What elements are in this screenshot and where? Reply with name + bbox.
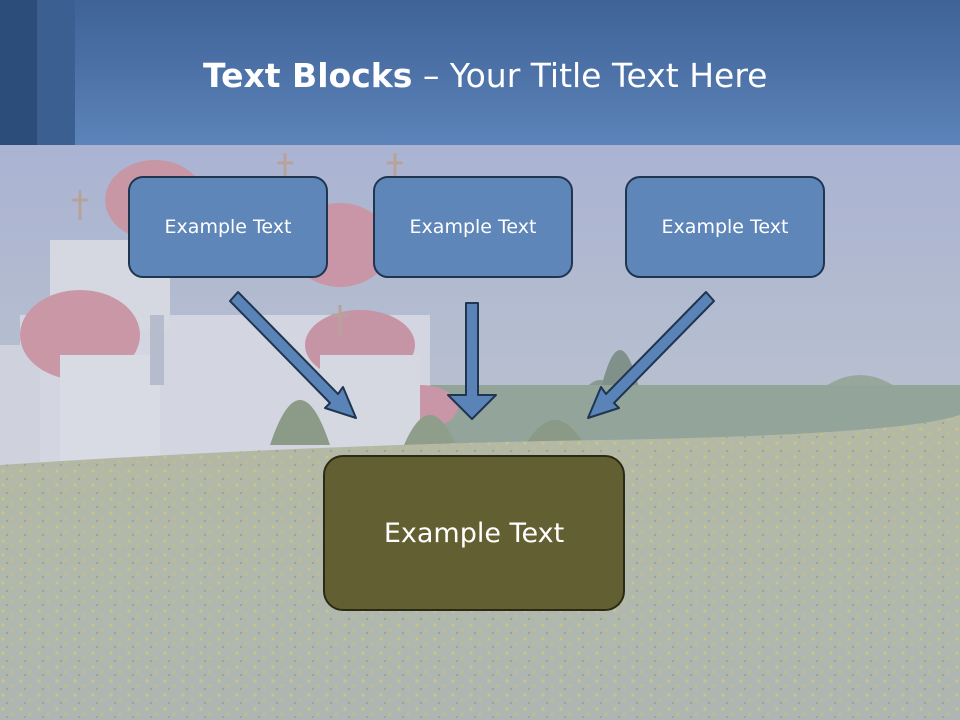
title-rest: Your Title Text Here xyxy=(449,56,768,95)
top-box-center-label: Example Text xyxy=(409,216,537,238)
accent-stripe-light xyxy=(37,0,75,145)
arrow-right xyxy=(587,291,715,419)
accent-stripe-dark xyxy=(0,0,37,145)
top-box-left-label: Example Text xyxy=(164,216,292,238)
bottom-box-label: Example Text xyxy=(383,517,565,549)
title-bar: Text Blocks – Your Title Text Here xyxy=(0,0,960,145)
title-bold-part: Text Blocks xyxy=(203,56,413,95)
arrow-left xyxy=(229,291,357,419)
top-box-left: Example Text xyxy=(128,176,328,278)
top-box-right: Example Text xyxy=(625,176,825,278)
title-dash: – xyxy=(412,56,450,95)
arrow-center xyxy=(447,302,497,420)
top-box-right-label: Example Text xyxy=(661,216,789,238)
bottom-box: Example Text xyxy=(323,455,625,611)
top-box-center: Example Text xyxy=(373,176,573,278)
slide-title: Text Blocks – Your Title Text Here xyxy=(203,54,767,98)
